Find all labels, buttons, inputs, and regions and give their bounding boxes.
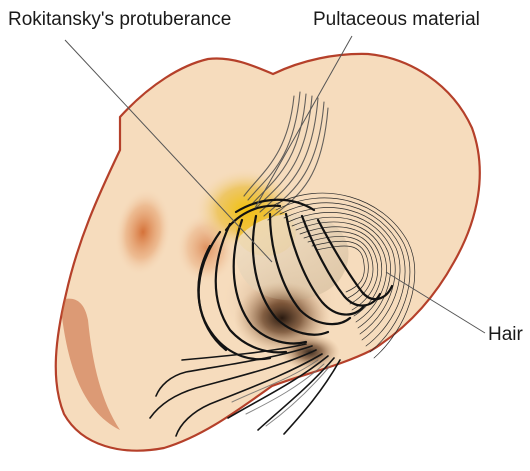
- label-pultaceous-material: Pultaceous material: [313, 10, 480, 29]
- label-hair: Hair: [488, 325, 523, 344]
- label-rokitansky-protuberance: Rokitansky's protuberance: [8, 10, 231, 29]
